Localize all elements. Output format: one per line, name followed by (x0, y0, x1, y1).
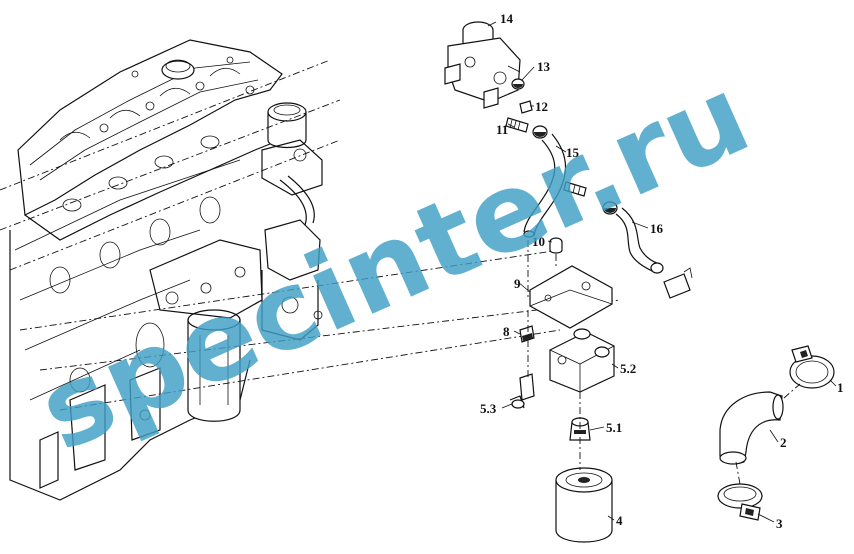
callout-13: 13 (537, 59, 551, 74)
part-5-3-drain-valve (509, 373, 535, 409)
part-3-clamp (717, 483, 763, 521)
part-4-filter-cartridge (555, 467, 613, 543)
exploded-parts-drawing (444, 21, 837, 543)
callout-8: 8 (503, 324, 510, 339)
part-16-hose-assembly (563, 181, 693, 299)
callout-9: 9 (514, 276, 521, 291)
part-15-hose (523, 133, 566, 238)
callout-14: 14 (500, 11, 514, 26)
callout-10: 10 (532, 234, 545, 249)
engine-block-drawing (0, 39, 621, 501)
part-12-fitting (519, 100, 533, 114)
callout-4: 4 (616, 513, 623, 528)
callout-5-3: 5.3 (480, 401, 497, 416)
part-filter-head (444, 21, 521, 109)
part-2-elbow-hose (719, 391, 784, 465)
callout-1: 1 (837, 380, 844, 395)
part-10-bolt (549, 237, 563, 254)
callout-12: 12 (535, 99, 548, 114)
callout-16: 16 (650, 221, 664, 236)
part-13-nut (511, 78, 525, 90)
part-11-connector (505, 117, 548, 139)
part-5-2-filter-head (549, 328, 615, 393)
part-1-clamp (789, 345, 835, 389)
callout-5-2: 5.2 (620, 361, 636, 376)
part-9-bracket (529, 265, 613, 329)
callout-labels: 14 13 12 11 15 16 10 9 8 5.2 5.3 5.1 4 1… (480, 11, 844, 531)
callout-15: 15 (566, 145, 580, 160)
callout-3: 3 (776, 516, 783, 531)
part-5-1-seal (569, 417, 591, 441)
callout-11: 11 (496, 122, 508, 137)
callout-2: 2 (780, 435, 787, 450)
part-8-clip (519, 325, 535, 343)
callout-5-1: 5.1 (606, 420, 622, 435)
